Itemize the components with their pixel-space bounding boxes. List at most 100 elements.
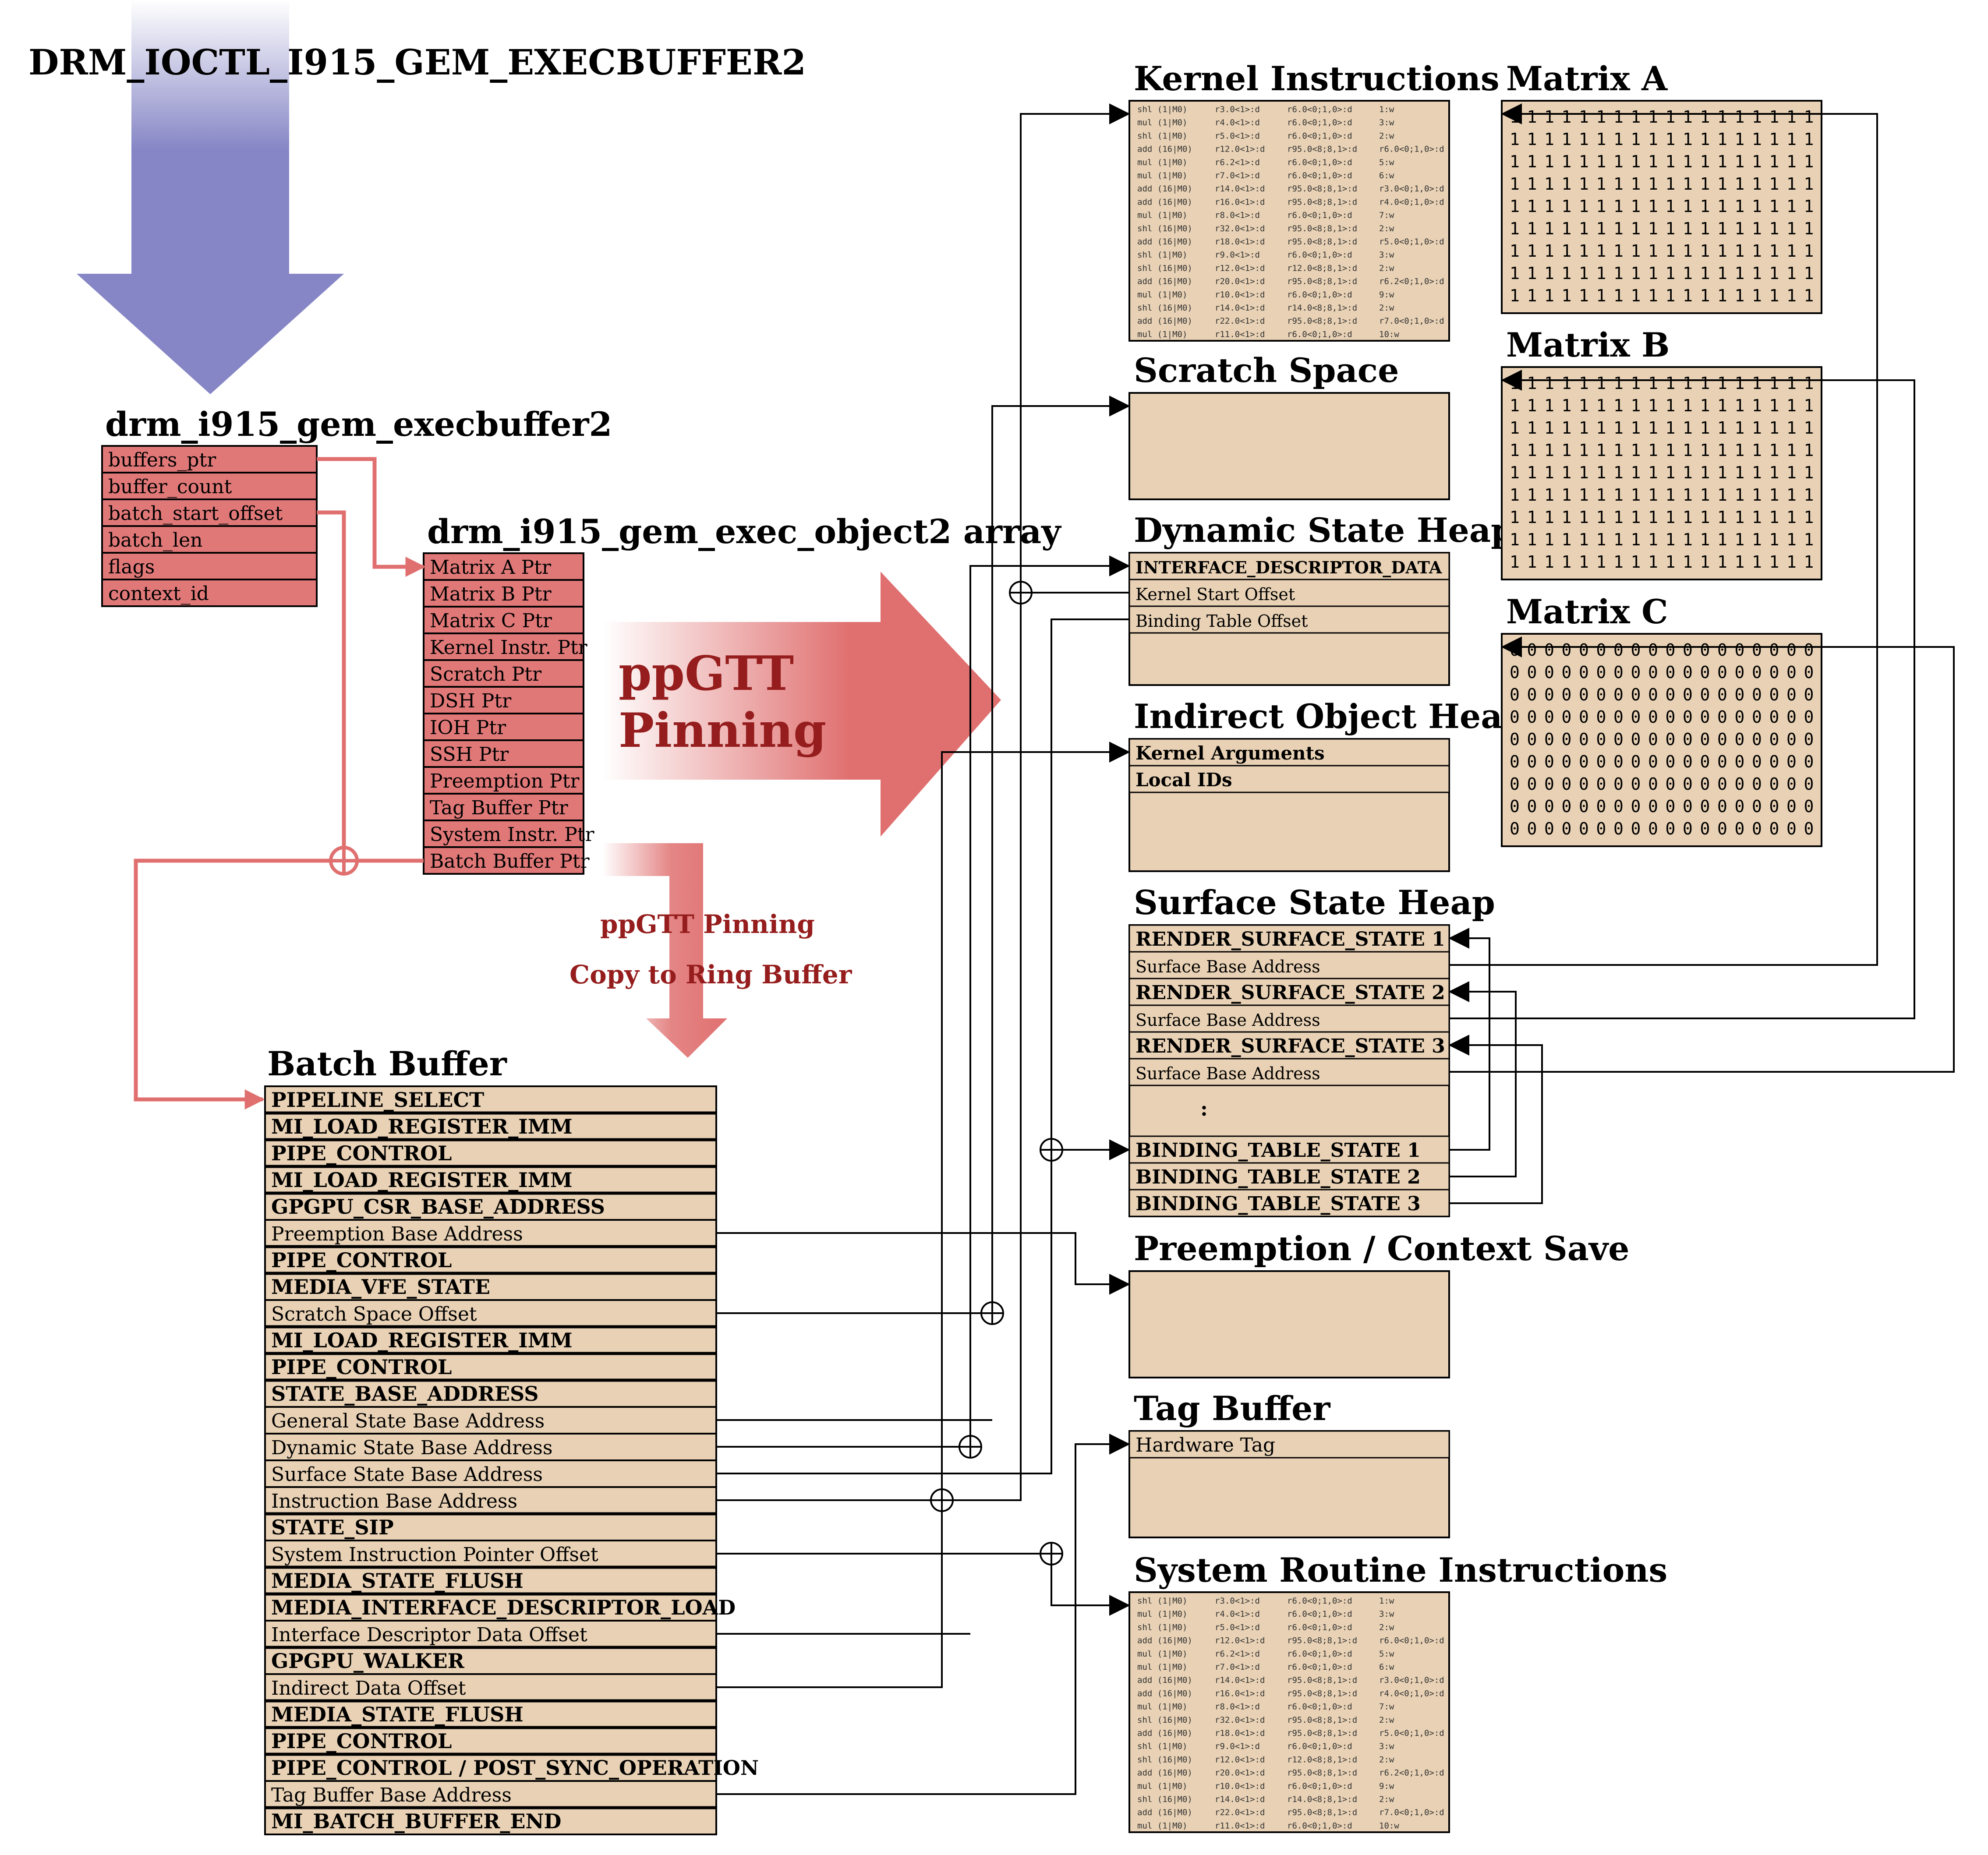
- matrix-c-cell: 0: [1786, 685, 1797, 704]
- matrix-b-cell: 1: [1544, 396, 1554, 415]
- batch-buffer-title: Batch Buffer: [267, 1044, 507, 1083]
- matrix-c-cell: 0: [1527, 640, 1537, 660]
- matrix-b-cell: 1: [1683, 508, 1693, 527]
- matrix-c-cell: 0: [1562, 685, 1572, 704]
- matrix-a-cell: 1: [1579, 107, 1589, 127]
- system-routine-instruction: r6.0<0;1,0>:d: [1287, 1702, 1352, 1712]
- matrix-c-cell: 0: [1510, 685, 1520, 704]
- dsh-row-label: Kernel Start Offset: [1135, 585, 1295, 604]
- matrix-a-cell: 1: [1527, 264, 1537, 283]
- matrix-a-cell: 1: [1700, 219, 1710, 238]
- batch-buffer-row-label: MI_LOAD_REGISTER_IMM: [271, 1115, 573, 1138]
- matrix-b-cell: 1: [1717, 485, 1727, 505]
- batch-buffer-row-label: System Instruction Pointer Offset: [271, 1544, 598, 1566]
- batch-buffer-row-label: Interface Descriptor Data Offset: [271, 1624, 587, 1646]
- matrix-c-cell: 0: [1648, 663, 1658, 682]
- system-routine-instruction: shl (16|M0): [1137, 1795, 1192, 1804]
- matrix-a-cell: 1: [1786, 241, 1797, 261]
- matrix-b-cell: 1: [1510, 441, 1520, 460]
- system-routine-instruction: r11.0<1>:d: [1215, 1821, 1265, 1830]
- matrix-a-cell: 1: [1683, 241, 1693, 261]
- matrix-b-cell: 1: [1510, 374, 1520, 393]
- matrix-a-cell: 1: [1786, 130, 1797, 149]
- matrix-a-cell: 1: [1735, 219, 1745, 238]
- matrix-a-cell: 1: [1631, 286, 1641, 305]
- ssh-row-label: RENDER_SURFACE_STATE 2: [1135, 982, 1445, 1004]
- kernel-instructions-instruction: r6.0<0;1,0>:d: [1287, 118, 1352, 127]
- matrix-c-cell: 0: [1700, 752, 1710, 771]
- matrix-c-cell: 0: [1786, 640, 1797, 660]
- matrix-c-cell: 0: [1804, 707, 1814, 727]
- matrix-b-cell: 1: [1510, 552, 1520, 572]
- matrix-b-cell: 1: [1804, 485, 1814, 505]
- tag-buffer-line: [716, 1434, 1130, 1795]
- matrix-b-cell: 1: [1700, 508, 1710, 527]
- kernel-instructions-instruction: r14.0<1>:d: [1215, 184, 1265, 194]
- batch-buffer-row-label: MEDIA_INTERFACE_DESCRIPTOR_LOAD: [271, 1596, 736, 1619]
- matrix-a-cell: 1: [1683, 174, 1693, 194]
- binding-table-2: [1448, 981, 1517, 1177]
- matrix-c-cell: 0: [1648, 819, 1658, 838]
- matrix-c-cell: 0: [1510, 707, 1520, 727]
- matrix-b-cell: 1: [1804, 396, 1814, 415]
- matrix-b-cell: 1: [1613, 463, 1624, 482]
- matrix-b-cell: 1: [1613, 396, 1624, 415]
- matrix-a-cell: 1: [1631, 219, 1641, 238]
- matrix-b-cell: 1: [1666, 374, 1676, 393]
- kernel-instructions-instruction: r6.0<0;1,0>:d: [1287, 250, 1352, 260]
- matrix-a-cell: 1: [1579, 219, 1589, 238]
- instruction-base-line: [716, 103, 1130, 1501]
- system-routine-instruction: shl (1|M0): [1137, 1596, 1187, 1606]
- batch-buffer-row-label: General State Base Address: [271, 1410, 545, 1432]
- kernel-instructions: [1128, 100, 1450, 342]
- matrix-a-cell: 1: [1717, 174, 1727, 194]
- matrix-b-cell: 1: [1648, 374, 1658, 393]
- matrix-c-title: Matrix C: [1506, 592, 1668, 631]
- system-routine-instruction: r6.0<0;1,0>:d: [1287, 1742, 1352, 1751]
- matrix-c-cell: 0: [1631, 774, 1641, 794]
- system-routine-instruction: 3:w: [1379, 1609, 1394, 1619]
- matrix-a-cell: 1: [1527, 219, 1537, 238]
- matrix-c-cell: 0: [1786, 797, 1797, 816]
- matrix-c-cell: 0: [1527, 730, 1537, 749]
- matrix-b-cell: 1: [1786, 508, 1797, 527]
- matrix-c-cell: 0: [1683, 774, 1693, 794]
- matrix-c-cell: 0: [1579, 640, 1589, 660]
- matrix-c-cell: 0: [1666, 663, 1676, 682]
- matrix-b-cell: 1: [1648, 396, 1658, 415]
- matrix-c-cell: 0: [1666, 707, 1676, 727]
- kernel-instructions-instruction: r12.0<8;8,1>:d: [1287, 263, 1357, 273]
- system-routine-instruction: add (16|M0): [1137, 1768, 1192, 1778]
- matrix-b-cell: 1: [1562, 463, 1572, 482]
- kernel-instructions-instruction: shl (16|M0): [1137, 263, 1192, 273]
- system-routine-instruction: r6.0<0;1,0>:d: [1287, 1622, 1352, 1632]
- matrix-a-cell: 1: [1579, 197, 1589, 216]
- system-routine-instruction: 3:w: [1379, 1742, 1394, 1751]
- matrix-b-cell: 1: [1544, 463, 1554, 482]
- matrix-c-cell: 0: [1648, 752, 1658, 771]
- dsh-row: [1128, 552, 1450, 580]
- kernel-instructions-instruction: r95.0<8;8,1>:d: [1287, 277, 1357, 286]
- matrix-b-cell: 1: [1596, 441, 1606, 460]
- matrix-b-cell: 1: [1666, 396, 1676, 415]
- batch-buffer-row-label: STATE_SIP: [271, 1516, 394, 1539]
- matrix-c-cell: 0: [1666, 797, 1676, 816]
- kernel-instructions-instruction: 6:w: [1379, 171, 1394, 180]
- system-routine-instruction: r6.0<0;1,0>:d: [1379, 1636, 1444, 1646]
- system-routine-instruction: r6.2<1>:d: [1215, 1649, 1260, 1659]
- kernel-instructions-instruction: r95.0<8;8,1>:d: [1287, 197, 1357, 207]
- matrix-a-cell: 1: [1717, 197, 1727, 216]
- matrix-a-cell: 1: [1683, 264, 1693, 283]
- system-routine-instruction: add (16|M0): [1137, 1636, 1192, 1646]
- matrix-b-cell: 1: [1804, 441, 1814, 460]
- matrix-c-cell: 0: [1596, 640, 1606, 660]
- matrix-c-cell: 0: [1804, 685, 1814, 704]
- preemption-title: Preemption / Context Save: [1134, 1229, 1629, 1268]
- matrix-b-cell: 1: [1700, 552, 1710, 572]
- matrix-b-cell: 1: [1527, 418, 1537, 438]
- kernel-instructions-instruction: mul (1|M0): [1137, 290, 1187, 300]
- system-routine-instruction: r22.0<1>:d: [1215, 1808, 1265, 1817]
- matrix-b-cell: 1: [1717, 530, 1727, 549]
- matrix-b-cell: 1: [1683, 441, 1693, 460]
- matrix-b-cell: 1: [1648, 530, 1658, 549]
